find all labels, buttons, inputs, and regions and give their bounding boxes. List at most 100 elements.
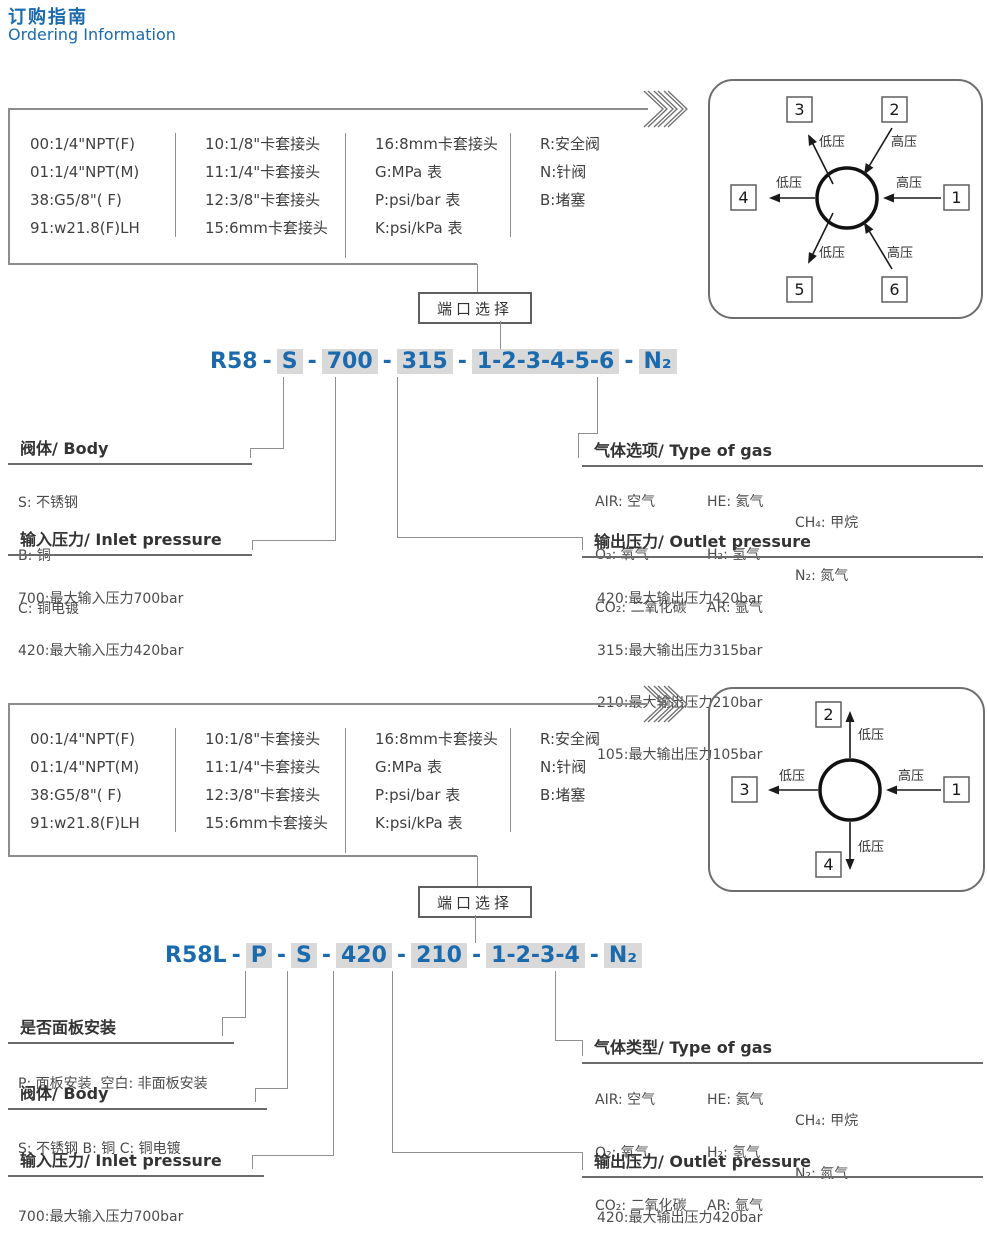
page-title-en: Ordering Information xyxy=(8,25,176,44)
inlet-section-header: 输入压力/ Inlet pressure xyxy=(8,1145,264,1177)
connector-line xyxy=(252,1155,253,1169)
port-diagram-6way: 3 2 4 1 5 6 低压 高压 低压 高压 低压 高压 xyxy=(708,79,983,319)
connector-line xyxy=(250,448,284,449)
port-number: 1 xyxy=(951,188,961,207)
pressure-label: 低压 xyxy=(819,135,845,150)
table2-divider xyxy=(175,728,176,832)
pressure-label: 高压 xyxy=(887,245,913,261)
body-option: S: 不锈钢 B: 铜 C: 铜电镀 xyxy=(18,1107,181,1191)
model-segment-ports: 1-2-3-4 xyxy=(486,943,585,968)
table-cell: 01:1/4"NPT(M) xyxy=(30,758,140,776)
port-number-box xyxy=(881,96,908,123)
connector-line xyxy=(252,540,253,550)
outlet-section-header: 输出压力/ Outlet pressure xyxy=(582,526,983,558)
gas-entry: O₂: 氧气 xyxy=(595,547,649,563)
table-cell: 38:G5/8"( F) xyxy=(30,191,122,209)
pressure-label: 低压 xyxy=(858,728,884,743)
table-cell: K:psi/kPa 表 xyxy=(375,219,463,237)
pressure-label: 低压 xyxy=(776,176,802,191)
table-cell: 15:6mm卡套接头 xyxy=(205,814,328,832)
model-dash: - xyxy=(307,349,317,374)
model-segment-panel: P xyxy=(245,943,272,968)
port-select-label: 端口选择 xyxy=(436,893,513,912)
table-cell: N:针阀 xyxy=(540,163,587,181)
connector-line xyxy=(597,377,598,433)
outlet-options: 420:最大输出压力420bar 315:最大输出压力315bar 210:最大… xyxy=(597,1176,762,1250)
option-line: 210:最大输出压力210bar xyxy=(597,695,763,711)
table-cell: 91:w21.8(F)LH xyxy=(30,814,140,832)
connector-line xyxy=(477,856,478,886)
port-table2-col1: 00:1/4"NPT(F) 01:1/4"NPT(M) 38:G5/8"( F)… xyxy=(30,725,140,837)
arrow-in-port6 xyxy=(863,222,893,270)
table-cell: P:psi/bar 表 xyxy=(375,786,461,804)
gas-column-1: AIR: 空气 O₂: 氧气 CO₂: 二氧化碳 xyxy=(595,460,687,651)
gas-entry: HE: 氦气 xyxy=(707,494,764,510)
port-select-label: 端口选择 xyxy=(436,299,513,318)
table-cell: R:安全阀 xyxy=(540,135,601,153)
connector-line xyxy=(250,448,251,458)
table-cell: 15:6mm卡套接头 xyxy=(205,219,328,237)
model-segment-ports: 1-2-3-4-5-6 xyxy=(471,349,620,374)
inlet-options: 700:最大输入压力700bar 420:最大输入压力420bar xyxy=(18,557,183,693)
outlet-options: 420:最大输出压力420bar 315:最大输出压力315bar 210:最大… xyxy=(597,557,762,797)
port-table2-col3: 16:8mm卡套接头 G:MPa 表 P:psi/bar 表 K:psi/kPa… xyxy=(375,725,498,837)
gas-section-header: 气体选项/ Type of gas xyxy=(582,435,983,467)
port-number-box xyxy=(881,276,908,303)
table-cell: 01:1/4"NPT(M) xyxy=(30,163,140,181)
port-diagram-4way: 2 3 1 4 低压 低压 高压 低压 xyxy=(708,687,985,892)
model-prefix: R58L xyxy=(165,943,227,968)
connector-line xyxy=(392,971,393,1152)
connector-line xyxy=(555,1040,582,1041)
model-dash: - xyxy=(457,349,467,374)
port-number: 4 xyxy=(823,855,833,874)
table-cell: 38:G5/8"( F) xyxy=(30,786,122,804)
port-number: 2 xyxy=(889,100,899,119)
arrow-in-port2 xyxy=(863,127,893,175)
port-number-box xyxy=(943,184,970,211)
model-number-1: R58 - S - 700 - 315 - 1-2-3-4-5-6 - N₂ xyxy=(210,349,677,374)
connector-line xyxy=(222,1017,223,1036)
model-dash: - xyxy=(624,349,634,374)
model-segment-inlet: 420 xyxy=(335,943,392,968)
table-cell: 16:8mm卡套接头 xyxy=(375,135,498,153)
body-section-header: 阀体/ Body xyxy=(8,433,252,465)
regulator-body-circle xyxy=(815,166,879,230)
connector-line xyxy=(582,1152,583,1170)
port-number: 3 xyxy=(794,100,804,119)
gas-entry: AR: 氩气 xyxy=(707,1198,764,1214)
gas-entry: H₂: 氢气 xyxy=(707,1145,761,1161)
table-cell: 00:1/4"NPT(F) xyxy=(30,135,135,153)
port-number: 4 xyxy=(738,188,748,207)
table-cell: 11:1/4"卡套接头 xyxy=(205,163,321,181)
gas-column-2: HE: 氦气 H₂: 氢气 AR: 氩气 xyxy=(707,1058,764,1249)
inlet-section-header: 输入压力/ Inlet pressure xyxy=(8,524,252,556)
port-number-box xyxy=(815,701,842,728)
port-number: 2 xyxy=(823,705,833,724)
option-line: C: 铜电镀 xyxy=(18,601,79,617)
option-line: 105:最大输出压力105bar xyxy=(597,747,763,763)
pressure-label: 高压 xyxy=(891,134,917,150)
model-segment-gas: N₂ xyxy=(603,943,642,968)
port-table1-col3: 16:8mm卡套接头 G:MPa 表 P:psi/bar 表 K:psi/kPa… xyxy=(375,130,498,242)
model-segment-gas: N₂ xyxy=(638,349,677,374)
gas-entry: H₂: 氢气 xyxy=(707,547,761,563)
connector-line xyxy=(578,433,579,458)
model-dash: - xyxy=(276,943,286,968)
model-segment-body: S xyxy=(276,349,303,374)
table1-top-border xyxy=(8,108,648,110)
table-cell: B:堵塞 xyxy=(540,191,586,209)
body-options: S: 不锈钢 B: 铜 C: 铜电镀 xyxy=(18,461,79,652)
connector-line xyxy=(222,1017,246,1018)
table-cell: B:堵塞 xyxy=(540,786,586,804)
option-line: 420:最大输出压力420bar xyxy=(597,591,763,607)
page-title-zh: 订购指南 xyxy=(8,7,88,28)
table-cell: P:psi/bar 表 xyxy=(375,191,461,209)
model-dash: - xyxy=(396,943,407,968)
table1-divider xyxy=(175,133,176,237)
gas-column-3: CH₄: 甲烷 N₂: 氮气 xyxy=(795,481,858,619)
port-select-box1: 端口选择 xyxy=(418,292,532,324)
gas-column-2: HE: 氦气 H₂: 氢气 AR: 氩气 xyxy=(707,460,764,651)
port-table1-col1: 00:1/4"NPT(F) 01:1/4"NPT(M) 38:G5/8"( F)… xyxy=(30,130,140,242)
connector-line xyxy=(397,537,582,538)
